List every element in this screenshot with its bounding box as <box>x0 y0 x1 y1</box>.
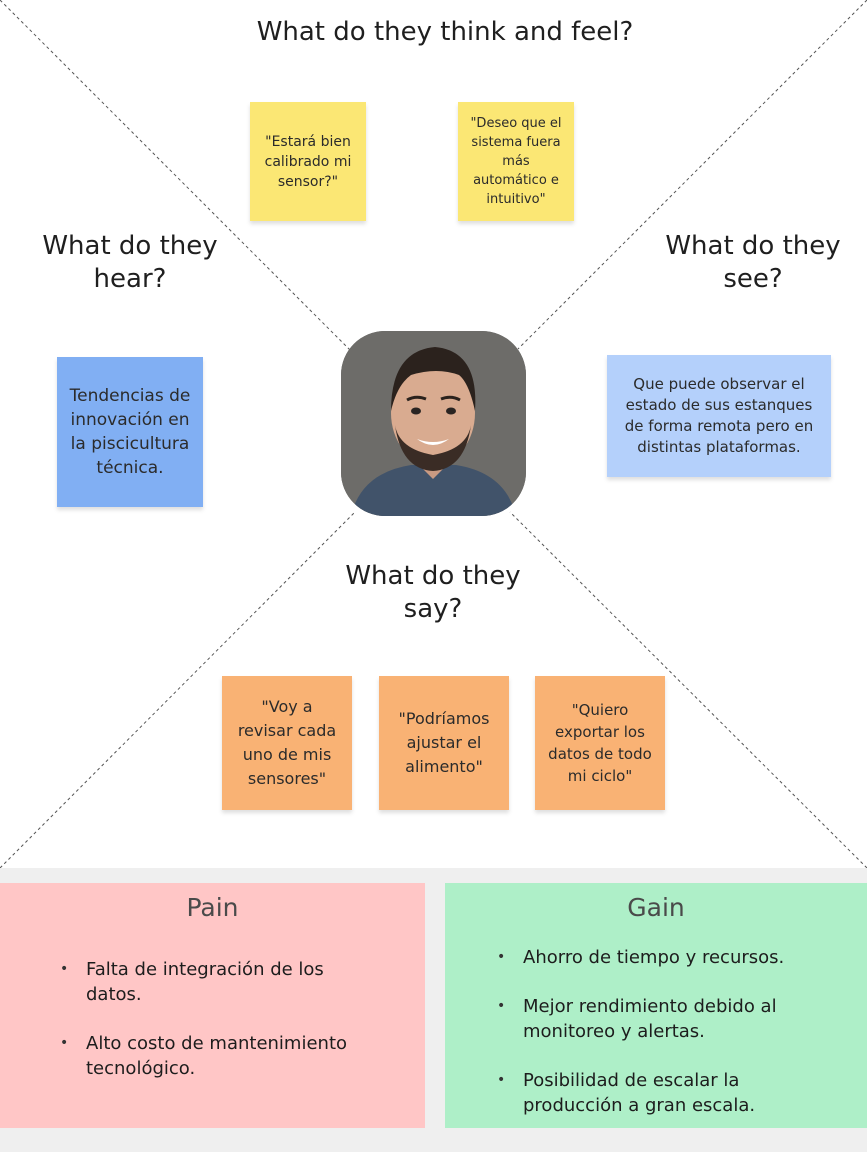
sticky-note-say-2[interactable]: "Podríamos ajustar el alimento" <box>379 676 509 810</box>
sticky-note-text: Que puede observar el estado de sus esta… <box>624 375 814 456</box>
sticky-note-think-2[interactable]: "Deseo que el sistema fuera más automáti… <box>458 102 574 221</box>
person-portrait-icon <box>341 331 526 516</box>
sticky-note-see-1[interactable]: Que puede observar el estado de sus esta… <box>607 355 831 477</box>
sticky-note-text: "Quiero exportar los datos de todo mi ci… <box>548 701 652 785</box>
gain-list: Ahorro de tiempo y recursos. Mejor rendi… <box>497 945 817 1118</box>
see-heading: What do they see? <box>665 231 841 294</box>
say-heading: What do they say? <box>345 561 521 624</box>
quadrant-divider-lines <box>0 0 867 868</box>
pain-item: Falta de integración de los datos. <box>60 957 380 1007</box>
sticky-note-say-3[interactable]: "Quiero exportar los datos de todo mi ci… <box>535 676 665 810</box>
sticky-note-hear-1[interactable]: Tendencias de innovación en la piscicult… <box>57 357 203 507</box>
pain-panel: Pain Falta de integración de los datos. … <box>0 883 425 1128</box>
divider-top-right <box>517 0 867 350</box>
gain-item: Ahorro de tiempo y recursos. <box>497 945 817 970</box>
sticky-note-text: Tendencias de innovación en la piscicult… <box>69 386 191 478</box>
sticky-note-think-1[interactable]: "Estará bien calibrado mi sensor?" <box>250 102 366 221</box>
sticky-note-say-1[interactable]: "Voy a revisar cada uno de mis sensores" <box>222 676 352 810</box>
sticky-note-text: "Deseo que el sistema fuera más automáti… <box>470 116 562 207</box>
sticky-note-text: "Podríamos ajustar el alimento" <box>398 709 490 776</box>
hear-heading: What do they hear? <box>42 231 218 294</box>
gain-title: Gain <box>627 893 685 922</box>
think-feel-heading: What do they think and feel? <box>256 17 634 47</box>
pain-list: Falta de integración de los datos. Alto … <box>60 957 380 1081</box>
gain-panel: Gain Ahorro de tiempo y recursos. Mejor … <box>445 883 867 1128</box>
pain-title: Pain <box>186 893 239 922</box>
divider-bottom-right <box>509 511 867 868</box>
sticky-note-text: "Estará bien calibrado mi sensor?" <box>264 133 352 190</box>
pain-item: Alto costo de mantenimiento tecnológico. <box>60 1031 380 1081</box>
persona-avatar <box>341 331 526 516</box>
gain-item: Posibilidad de escalar la producción a g… <box>497 1068 817 1118</box>
divider-top-left <box>0 0 353 353</box>
gain-item: Mejor rendimiento debido al monitoreo y … <box>497 994 817 1044</box>
sticky-note-text: "Voy a revisar cada uno de mis sensores" <box>237 697 337 788</box>
